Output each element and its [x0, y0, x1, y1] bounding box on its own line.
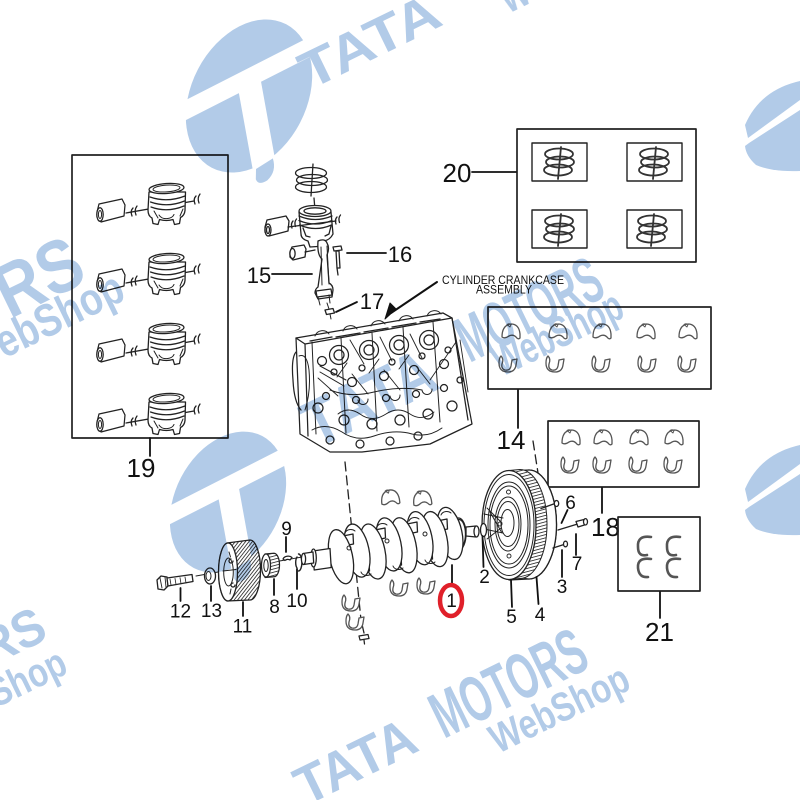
svg-text:12: 12 — [170, 602, 191, 623]
svg-text:5: 5 — [506, 607, 517, 628]
svg-text:17: 17 — [360, 289, 384, 314]
svg-text:6: 6 — [565, 493, 576, 514]
svg-text:8: 8 — [269, 597, 280, 618]
svg-text:10: 10 — [286, 591, 307, 612]
svg-text:18: 18 — [591, 512, 620, 542]
svg-text:13: 13 — [201, 601, 222, 622]
svg-text:3: 3 — [557, 577, 568, 598]
svg-text:9: 9 — [281, 519, 292, 540]
svg-text:7: 7 — [572, 554, 583, 575]
svg-text:15: 15 — [247, 263, 271, 288]
svg-text:11: 11 — [233, 617, 253, 638]
svg-text:21: 21 — [645, 617, 674, 647]
svg-text:19: 19 — [127, 453, 156, 483]
svg-text:2: 2 — [479, 567, 490, 588]
svg-text:14: 14 — [497, 425, 526, 455]
svg-text:4: 4 — [535, 605, 546, 626]
svg-text:16: 16 — [388, 242, 412, 267]
svg-text:20: 20 — [443, 158, 472, 188]
svg-text:1: 1 — [446, 591, 457, 612]
